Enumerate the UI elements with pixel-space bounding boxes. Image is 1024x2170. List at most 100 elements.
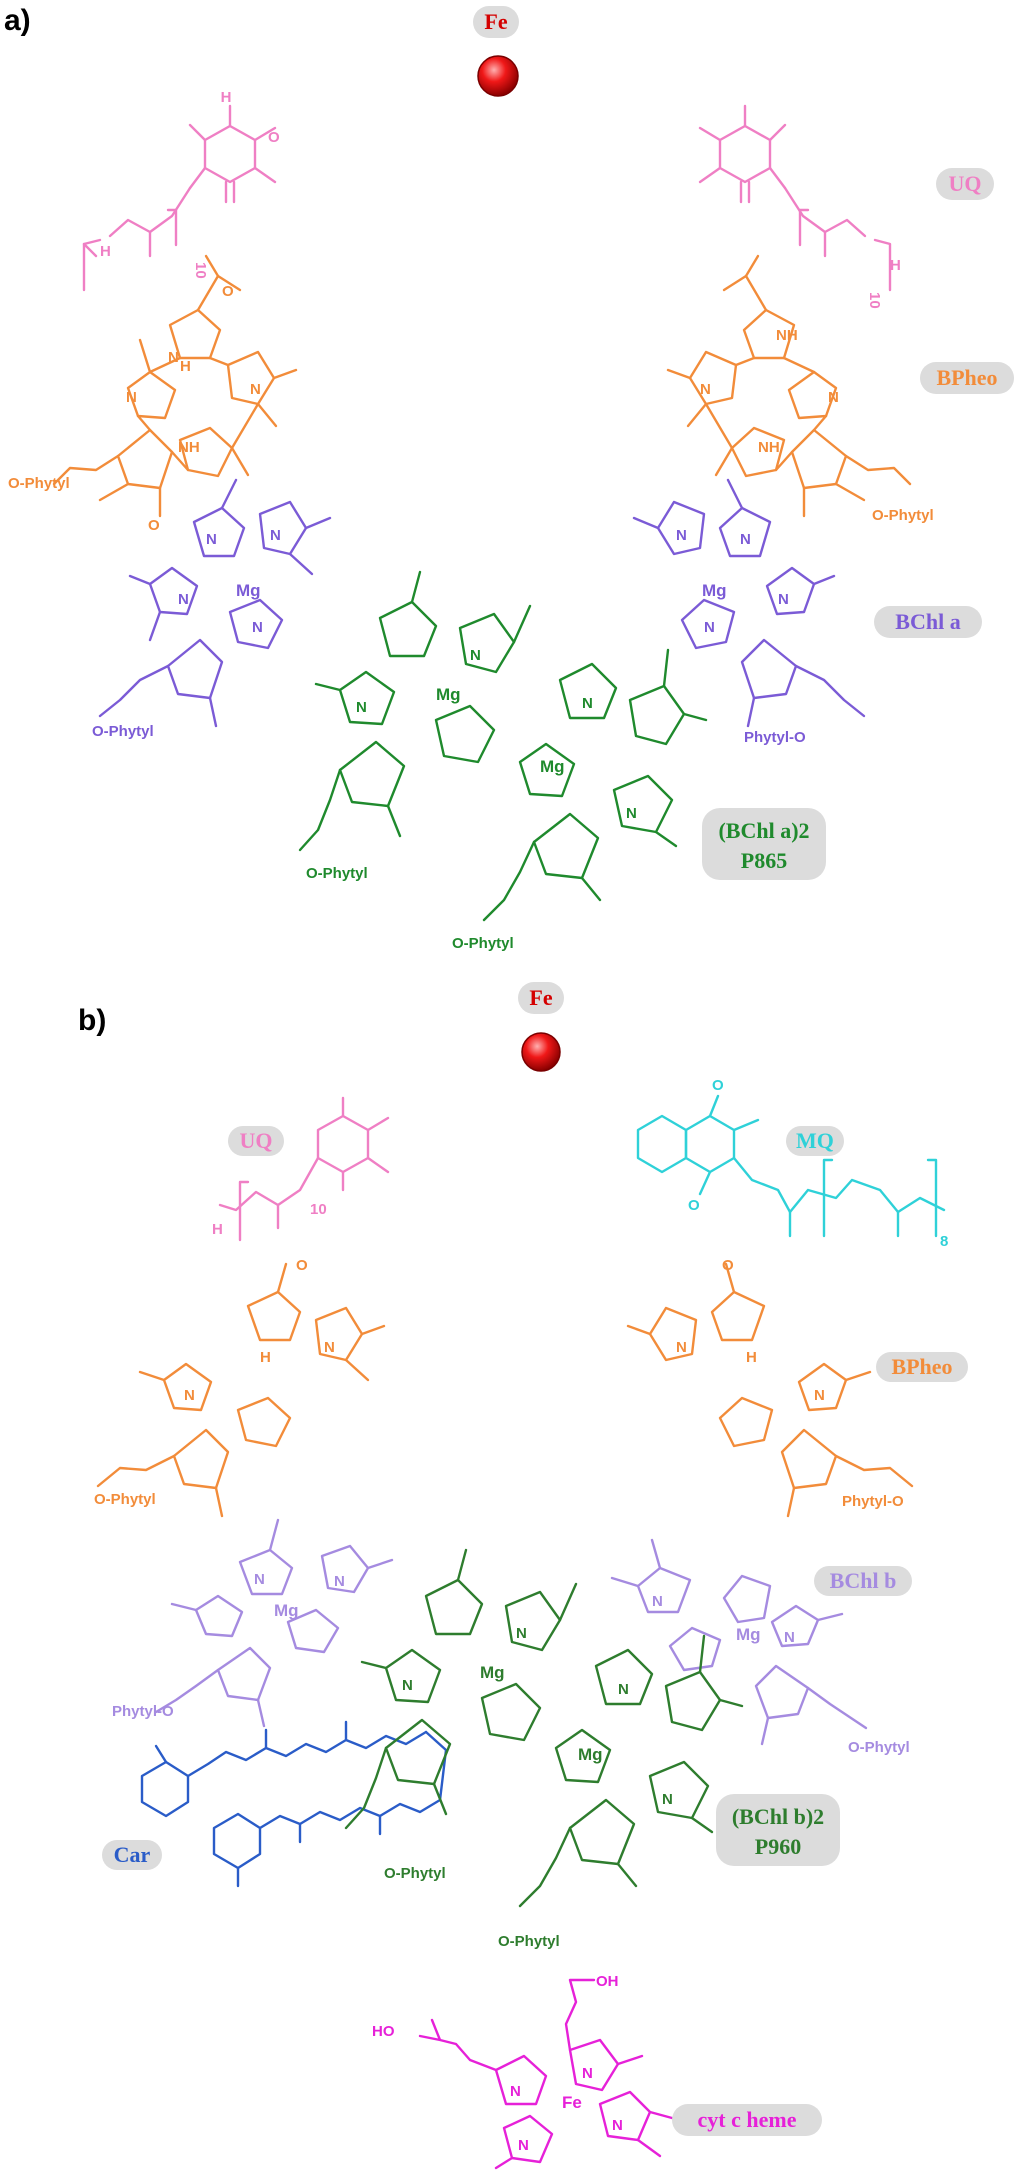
bchl-a-right-n2: N (676, 527, 687, 544)
dimer-b-structure (344, 1548, 744, 1908)
uq-left-a (82, 104, 277, 292)
mq-label-bg (786, 1126, 844, 1156)
bchl-b-right-n1: N (652, 1593, 663, 1610)
dimer-a-code: P865 (741, 848, 787, 873)
bpheo-left-o2-a: O (148, 517, 160, 534)
bchl-a-label: BChl a (895, 609, 960, 634)
uq-left-h-a: H (100, 243, 111, 260)
mq-repeat: 8 (940, 1233, 948, 1250)
fe-label-a: Fe (484, 9, 507, 34)
bpheo-left-o-a: O (222, 283, 234, 300)
bchl-b-label-bg (814, 1566, 912, 1596)
bchl-a-right-phytylo: Phytyl-O (744, 729, 806, 746)
fe-label-b: Fe (529, 985, 552, 1010)
bpheo-right-nh2-a: NH (758, 439, 780, 456)
uq-right-h-a: H (890, 257, 901, 274)
dimer-b-mg1: Mg (480, 1663, 505, 1682)
heme-oh: OH (596, 1973, 619, 1990)
bpheo-right-b-h: H (746, 1349, 757, 1366)
carotenoid-structure (140, 1720, 448, 1888)
bpheo-label-a: BPheo (936, 365, 997, 390)
dimer-a-ophytyl1: O-Phytyl (306, 865, 368, 882)
dimer-a-n4: N (626, 805, 637, 822)
dimer-a-mg2: Mg (540, 757, 565, 776)
dimer-a-ophytyl2: O-Phytyl (452, 935, 514, 952)
dimer-b-label-bg (716, 1794, 840, 1866)
bpheo-label-b: BPheo (891, 1354, 952, 1379)
bchl-b-right-n2: N (784, 1629, 795, 1646)
mq-o-top: O (712, 1077, 724, 1094)
panel-b-label: b) (78, 1004, 106, 1037)
uq-b (218, 1096, 390, 1242)
bchl-b-label: BChl b (830, 1568, 897, 1593)
uq-label-bg-a (936, 168, 994, 200)
bchl-a-right-n3: N (778, 591, 789, 608)
bchl-a-right-n4: N (704, 619, 715, 636)
bchl-a-left-n4: N (252, 619, 263, 636)
bpheo-right-b (626, 1262, 914, 1518)
uq-b-h: H (212, 1221, 223, 1238)
bpheo-right-a (666, 254, 912, 518)
bpheo-left-n1-a: N (168, 349, 179, 366)
bpheo-right-b-o: O (722, 1257, 734, 1274)
dimer-b-label: (BChl b)2 (732, 1804, 824, 1829)
heme-n2: N (582, 2065, 593, 2082)
heme-ho: HO (372, 2023, 395, 2040)
bpheo-left-b-n1: N (324, 1339, 335, 1356)
bchl-a-left-n2: N (270, 527, 281, 544)
heme-structure (418, 1978, 674, 2170)
bpheo-left-b-o: O (296, 1257, 308, 1274)
heme-n1: N (510, 2083, 521, 2100)
dimer-b-ophytyl1: O-Phytyl (384, 1865, 446, 1882)
mq-label: MQ (796, 1128, 834, 1153)
heme-label-bg (672, 2104, 822, 2136)
bpheo-left-b-ophytyl: O-Phytyl (94, 1491, 156, 1508)
bpheo-label-bg-a (920, 362, 1014, 394)
dimer-b-n3: N (618, 1681, 629, 1698)
bpheo-right-b-phytylo: Phytyl-O (842, 1493, 904, 1510)
bchl-a-right-n1: N (740, 531, 751, 548)
bpheo-left-b (96, 1262, 386, 1518)
uq-left-ome1-a: O (268, 129, 280, 146)
uq-right-repeat-a: 10 (866, 292, 883, 309)
bchl-a-left-n1: N (206, 531, 217, 548)
bpheo-left-b-n2: N (184, 1387, 195, 1404)
bpheo-right-nh1-a: NH (776, 327, 798, 344)
bchl-b-left-n1: N (254, 1571, 265, 1588)
bpheo-left-nh1-a: H (180, 358, 191, 375)
car-label: Car (114, 1842, 151, 1867)
bpheo-left-nh2-a: NH (178, 439, 200, 456)
dimer-b-n1: N (516, 1625, 527, 1642)
uq-b-repeat: 10 (310, 1201, 327, 1218)
uq-left-o-top-a: H (221, 89, 232, 106)
car-label-bg (102, 1840, 162, 1870)
heme-n4: N (518, 2137, 529, 2154)
dimer-a-label-bg (702, 808, 826, 880)
dimer-b-n2: N (402, 1677, 413, 1694)
bpheo-right-b-n2: N (814, 1387, 825, 1404)
bchl-b-left-mg: Mg (274, 1601, 299, 1620)
bchl-b-left (154, 1518, 394, 1728)
dimer-a-label: (BChl a)2 (718, 818, 809, 843)
dimer-a-mg1: Mg (436, 685, 461, 704)
dimer-b-code: P960 (755, 1834, 801, 1859)
bpheo-label-bg-b (876, 1352, 968, 1382)
dimer-b-n4: N (662, 1791, 673, 1808)
bpheo-left-ophytyl-a: O-Phytyl (8, 475, 70, 492)
bchl-b-right (610, 1538, 868, 1746)
uq-left-repeat-a: 10 (192, 262, 209, 279)
bchl-b-left-phytylo: Phytyl-O (112, 1703, 174, 1720)
fe-sphere-a (477, 55, 519, 97)
heme-n3: N (612, 2117, 623, 2134)
bchl-a-right-mg: Mg (702, 581, 727, 600)
fe-sphere-b (521, 1032, 561, 1072)
bchl-a-left (98, 478, 332, 728)
bpheo-left-b-h: H (260, 1349, 271, 1366)
mq-structure (636, 1094, 946, 1238)
bchl-a-label-bg (874, 606, 982, 638)
bchl-a-left-mg: Mg (236, 581, 261, 600)
uq-right-a (698, 104, 892, 292)
dimer-a-structure (298, 570, 708, 922)
